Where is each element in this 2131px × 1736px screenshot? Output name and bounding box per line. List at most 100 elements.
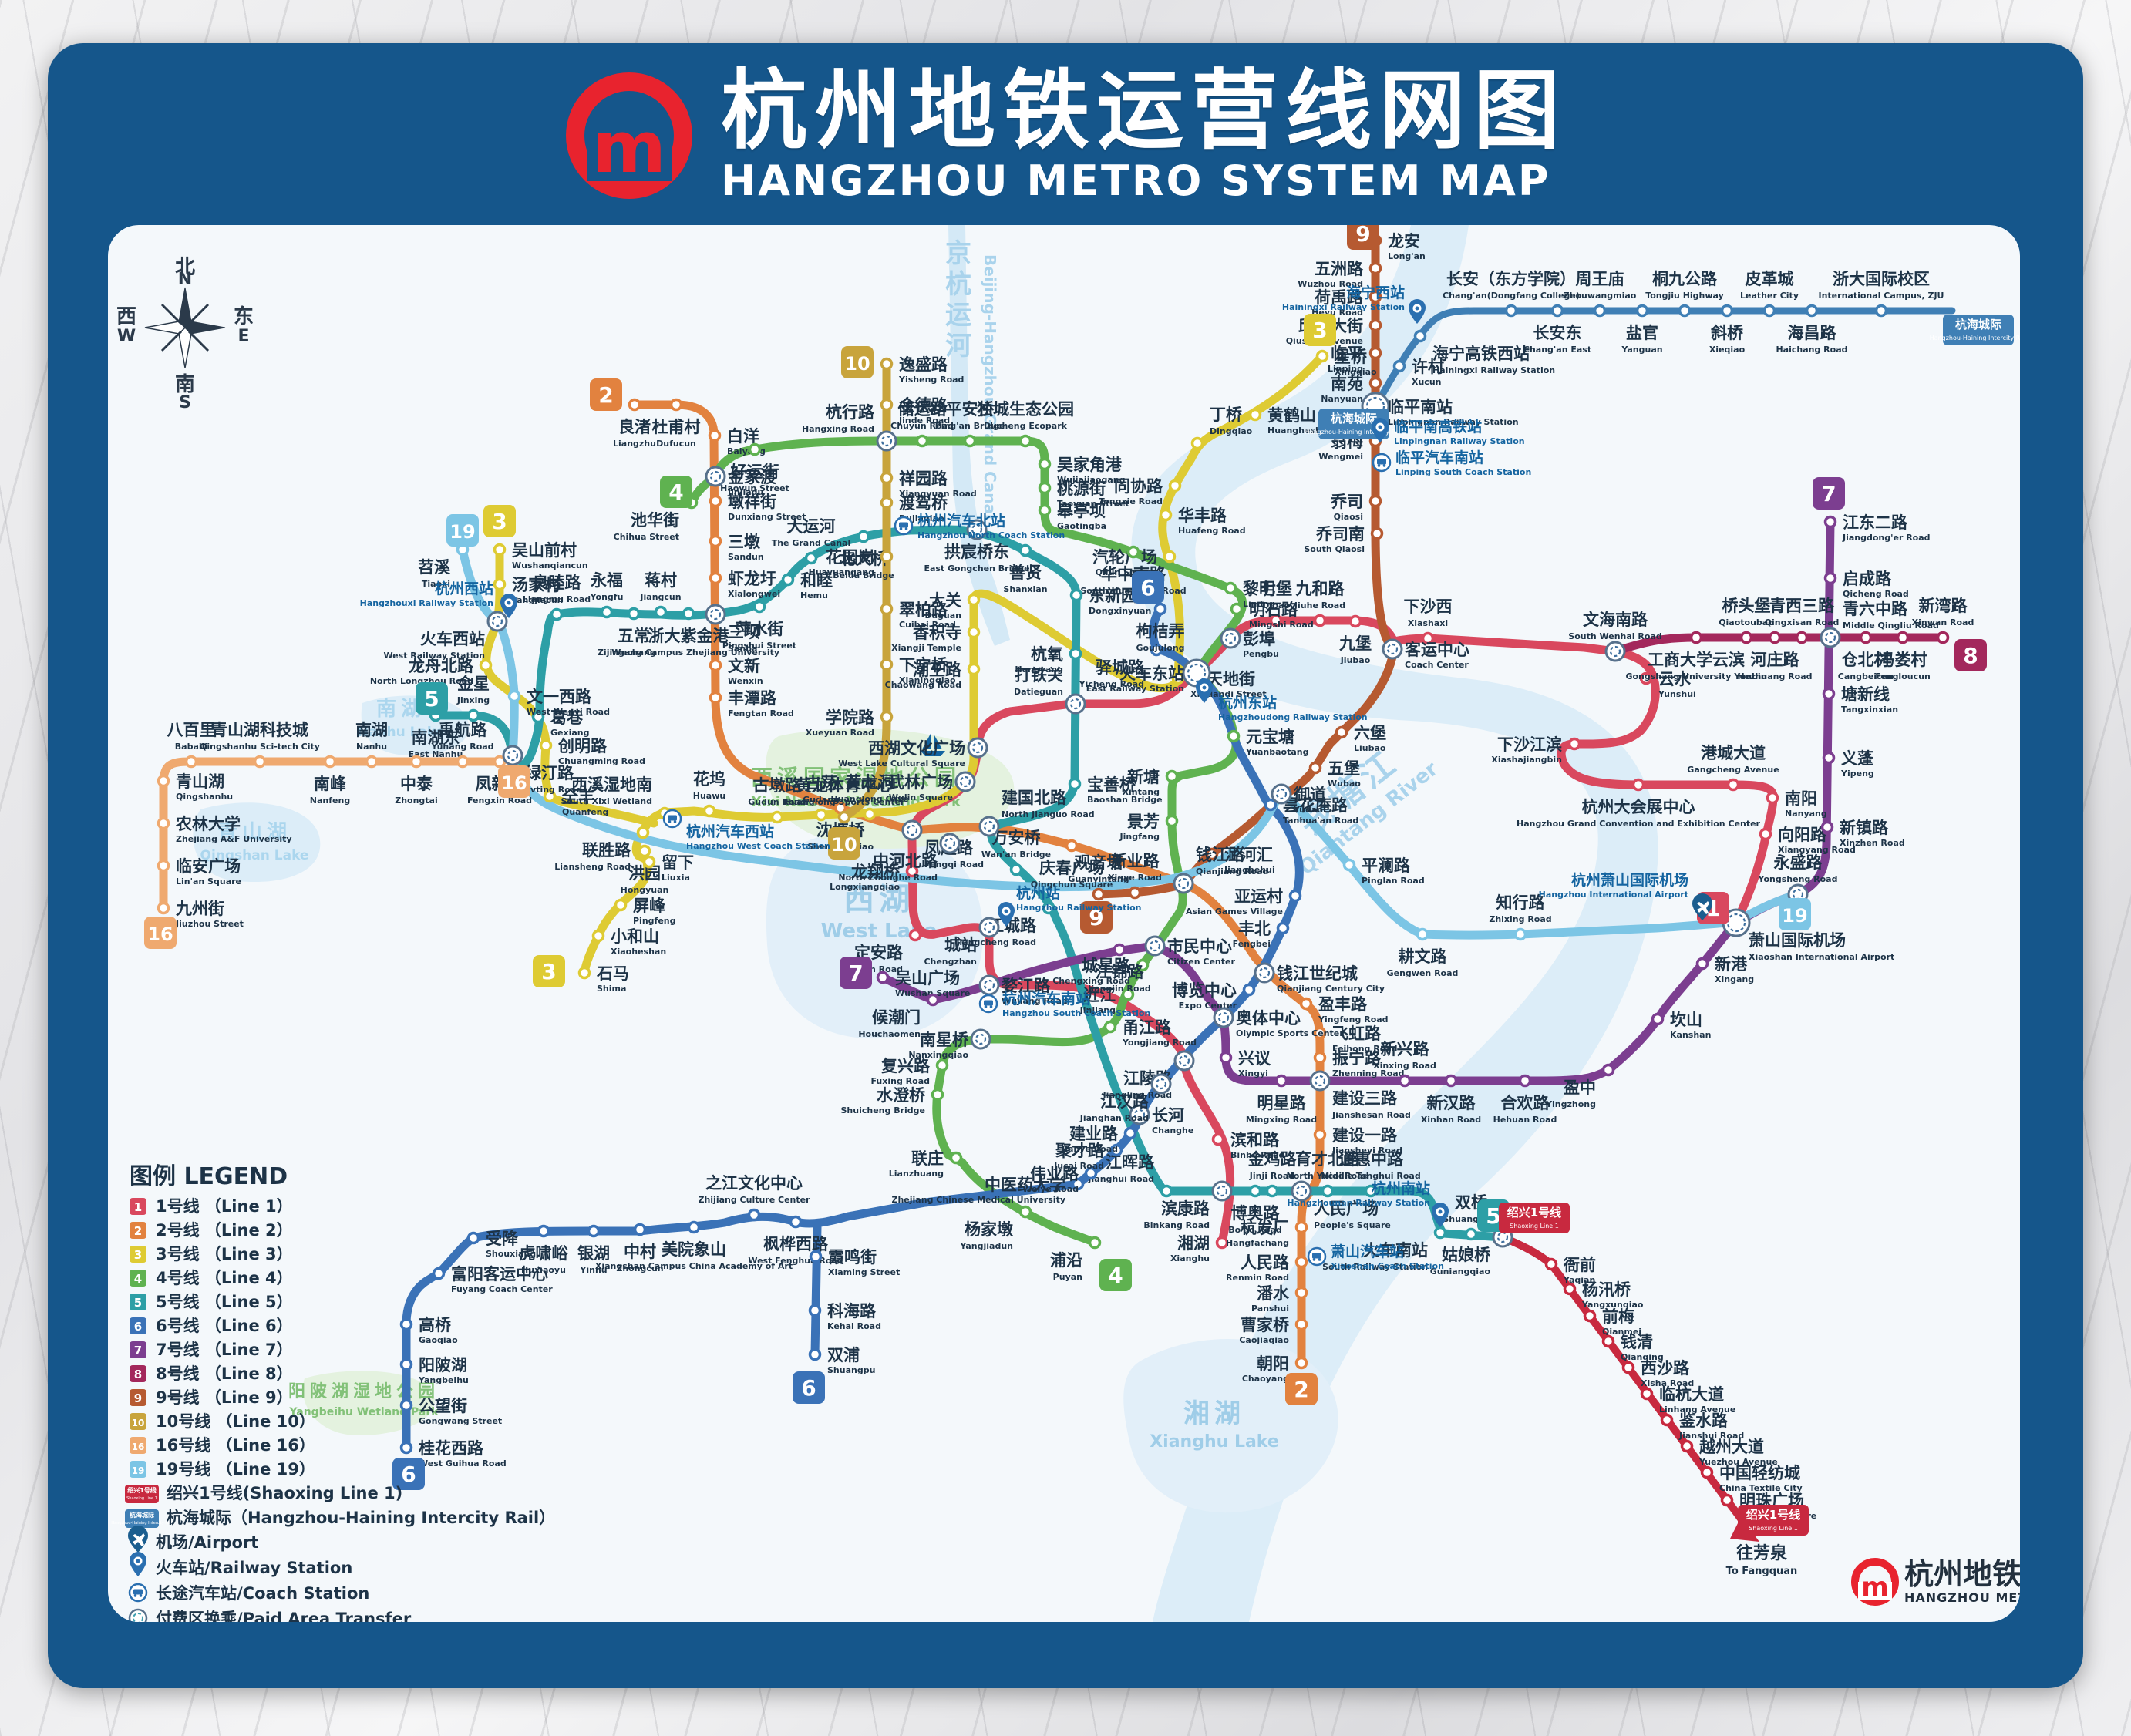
station-dot xyxy=(1563,1282,1577,1296)
station-label: 振宁路 xyxy=(1332,1049,1382,1068)
station-dot xyxy=(1368,318,1382,332)
station-label-en: Hangyang xyxy=(1015,664,1063,675)
station-label-en: West Railway Station xyxy=(383,651,485,661)
station-label: 储运路 xyxy=(898,400,948,419)
station-dot xyxy=(1368,290,1382,304)
station-label-en: Asian Games Village xyxy=(1186,907,1283,917)
intercity-badge: 杭海城际 Hangzhou-Haining Intercity Rail xyxy=(1930,315,2028,345)
station-label: 良渚 xyxy=(618,418,651,436)
facility-label: 杭州东站 xyxy=(1218,694,1277,712)
legend-item-line-19: 19 19号线 （Line 19） xyxy=(130,1460,315,1479)
station-label-en: West Lake Cultural Square xyxy=(838,759,965,769)
station-dot xyxy=(1224,581,1237,595)
station-label: 武林广场 xyxy=(888,773,953,792)
station-label-en: Tongxie Road xyxy=(1099,496,1163,506)
facility-label: 杭州汽车北站 xyxy=(917,512,1005,530)
station-label: 石马 xyxy=(596,964,629,983)
station-dot xyxy=(614,898,628,912)
station-label-en: Chengxing Road xyxy=(1052,976,1130,986)
transfer-station xyxy=(1065,693,1086,715)
svg-text:Hangzhou-Haining Intercity Rai: Hangzhou-Haining Intercity Rail xyxy=(1930,335,2028,341)
station-label-en: Haoyun Street xyxy=(720,483,789,493)
station-label-en: Yongfu xyxy=(590,592,624,602)
svg-text:19: 19 xyxy=(132,1465,145,1476)
svg-text:4: 4 xyxy=(134,1272,142,1286)
station-dot xyxy=(1593,304,1607,318)
station-label: 吴山前村 xyxy=(512,541,577,560)
station-label: 之江文化中心 xyxy=(705,1174,803,1193)
svg-text:3: 3 xyxy=(541,959,556,984)
station-label: 博览中心 xyxy=(1172,981,1237,1000)
station-dot xyxy=(1294,1220,1308,1234)
station-label: 育才北路 xyxy=(1295,1150,1361,1169)
station-dot xyxy=(600,605,614,619)
station-label-en: Jingfang xyxy=(1119,832,1160,842)
station-dot xyxy=(157,859,170,873)
station-label-en: Jiangdong'er Road xyxy=(1842,533,1931,543)
station-dot xyxy=(466,708,480,722)
station-label-en: Xingyi xyxy=(1238,1068,1268,1078)
station-label-en: Hongyuan xyxy=(621,885,669,895)
transfer-station xyxy=(970,1028,991,1050)
station-dot xyxy=(1651,1012,1665,1026)
transfer-station xyxy=(1291,1180,1312,1202)
station-label-en: Jiuhe Road xyxy=(1294,601,1345,611)
svg-text:W: W xyxy=(117,327,136,346)
station-label-en: Xiaoshan International Airport xyxy=(1749,952,1894,962)
transfer-station xyxy=(967,737,988,759)
station-dot xyxy=(399,1441,413,1455)
station-label-en: Baoshan Bridge xyxy=(1087,795,1163,805)
station-label-en: Zhouwangmiao xyxy=(1564,291,1637,301)
station-label-en: Guanyintang xyxy=(1068,874,1129,884)
shaoxing-line-badge: 绍兴1号线 Shaoxing Line 1 xyxy=(1738,1505,1809,1536)
station-dot xyxy=(365,755,379,769)
svg-text:3: 3 xyxy=(134,1248,142,1262)
station-label: 新汉路 xyxy=(1427,1094,1476,1112)
station-label-en: Panshui xyxy=(1251,1304,1289,1314)
station-label: 长河 xyxy=(1152,1106,1184,1125)
station-label-en: Zhijiang Culture Center xyxy=(698,1195,810,1205)
station-dot xyxy=(1567,737,1581,751)
station-label-en: North Yucai Road xyxy=(1287,1171,1369,1181)
svg-text:阳陂湖湿地公园: 阳陂湖湿地公园 xyxy=(288,1382,439,1401)
station-label-en: Leather City xyxy=(1740,291,1799,301)
coach-station-icon xyxy=(1307,1246,1327,1267)
station-label-en: Xiashajiangbin xyxy=(1491,755,1562,765)
station-label: 渡驾桥 xyxy=(899,494,948,513)
station-label-en: Jianshesan Road xyxy=(1331,1110,1411,1120)
svg-text:7号线 （Line 7）: 7号线 （Line 7） xyxy=(156,1341,293,1359)
coach-station-icon xyxy=(894,516,914,536)
station-dot xyxy=(880,710,894,724)
station-label-en: Chaowang Road xyxy=(885,680,961,690)
station-label-en: Middle Qingliu Road xyxy=(1843,621,1939,631)
station-label-en: Ping'an Bridge xyxy=(935,421,1005,431)
facility-label: 海宁西站 xyxy=(1346,284,1405,301)
transfer-icon xyxy=(1314,1075,1326,1087)
transfer-icon xyxy=(959,775,971,788)
station-label-en: Jucai Road xyxy=(1053,1161,1104,1171)
station-label-en: Nanfeng xyxy=(310,796,350,806)
station-label: 西溪湿地南 xyxy=(571,775,652,794)
station-label: 城星路 xyxy=(1082,957,1131,975)
svg-text:Hangzhou-Haining Intercity Rai: Hangzhou-Haining Intercity Rail xyxy=(111,1521,172,1526)
header: m 杭州地铁运营线网图 HANGZHOU METRO SYSTEM MAP xyxy=(48,51,2083,220)
transfer-icon xyxy=(944,837,956,849)
station-label-en: Qiaotoubao xyxy=(1719,617,1774,627)
station-label: 青六中路 xyxy=(1843,600,1908,618)
svg-text:Qingshan Lake: Qingshan Lake xyxy=(200,848,309,863)
station-dot xyxy=(1640,1387,1654,1401)
station-dot xyxy=(587,1224,601,1238)
station-dot xyxy=(1009,863,1023,876)
transfer-icon xyxy=(1069,698,1082,710)
station-dot xyxy=(682,607,695,621)
station-label: 三坝 xyxy=(728,623,760,641)
line-4 xyxy=(687,436,1247,1247)
transfer-icon xyxy=(491,615,503,627)
station-label: 许村 xyxy=(1412,358,1444,376)
legend-item-intercity: 杭海城际 Hangzhou-Haining Intercity Rail 杭海城… xyxy=(111,1509,555,1528)
station-dot xyxy=(1759,827,1772,841)
station-label-en: South Xixi Wetland xyxy=(561,796,652,806)
station-label: 建设一路 xyxy=(1332,1126,1398,1145)
station-dot xyxy=(880,398,894,412)
station-dot xyxy=(633,1223,647,1236)
